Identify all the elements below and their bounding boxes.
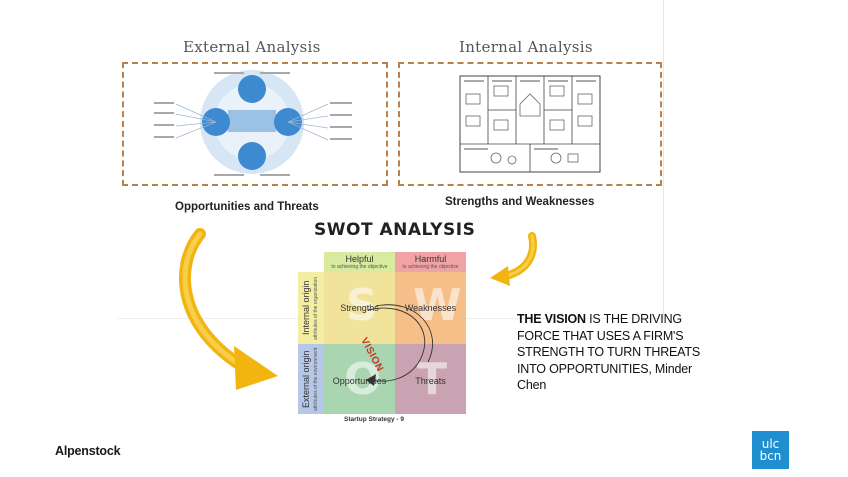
swot-letter-t: T: [417, 354, 448, 405]
left-curved-arrow: [178, 228, 278, 390]
internal-analysis-diagram: [459, 75, 601, 173]
swot-strengths-cell: S Strengths: [324, 272, 395, 344]
swot-harmful-sub: to achieving the objective: [402, 264, 459, 270]
swot-helpful-sub: to achieving the objective: [331, 264, 388, 270]
internal-analysis-box: [398, 62, 662, 186]
swot-letter-o: O: [344, 354, 382, 405]
external-analysis-caption: Opportunities and Threats: [175, 201, 319, 213]
swot-harmful-label: Harmful to achieving the objective: [395, 254, 466, 270]
swot-opportunities-cell: O Opportunities: [324, 344, 395, 414]
swot-internal-origin-header: [298, 272, 324, 344]
swot-letter-w: W: [413, 280, 462, 331]
swot-helpful-header: [324, 252, 395, 272]
swot-external-origin-sub: attributes of the environment: [313, 347, 319, 411]
swot-opportunities-label: Opportunities: [332, 376, 387, 386]
right-curved-arrow: [490, 232, 537, 286]
swot-harmful-header: [395, 252, 466, 272]
swot-internal-origin-sub: attributes of the organization: [313, 276, 319, 340]
swot-external-origin-label: External origin attributes of the enviro…: [301, 347, 319, 411]
alpenstock-logo: Alpenstock: [55, 444, 121, 458]
slide-border-right: [663, 0, 664, 318]
vision-quote-bold: THE VISION: [517, 312, 586, 326]
internal-analysis-title: Internal Analysis: [459, 38, 593, 56]
vision-quote: THE VISION IS THE DRIVING FORCE THAT USE…: [517, 311, 717, 394]
swot-external-origin-header: [298, 344, 324, 414]
ulc-bcn-logo-line1: ulc: [761, 437, 780, 451]
external-analysis-title: External Analysis: [183, 38, 321, 56]
ulc-bcn-logo: ulc bcn: [752, 431, 789, 469]
swot-threats-label: Threats: [415, 376, 446, 386]
external-analysis-box: [122, 62, 388, 186]
swot-strengths-label: Strengths: [340, 303, 379, 313]
swot-internal-origin-label: Internal origin attributes of the organi…: [301, 276, 319, 340]
vision-quote-rest: IS THE DRIVING FORCE THAT USES A FIRM'S …: [517, 312, 700, 392]
swot-weaknesses-label: Weaknesses: [404, 303, 457, 313]
swot-title: SWOT ANALYSIS: [314, 220, 476, 240]
swot-footer: Startup Strategy - 9: [344, 416, 404, 423]
swot-header-blank: [298, 252, 324, 272]
swot-letter-s: S: [346, 280, 378, 331]
ulc-bcn-logo-line2: bcn: [759, 449, 782, 463]
external-analysis-diagram: [154, 70, 352, 176]
swot-helpful-label: Helpful to achieving the objective: [324, 254, 395, 270]
internal-analysis-caption: Strengths and Weaknesses: [445, 196, 595, 208]
vision-swirl-arrow: [366, 304, 434, 386]
